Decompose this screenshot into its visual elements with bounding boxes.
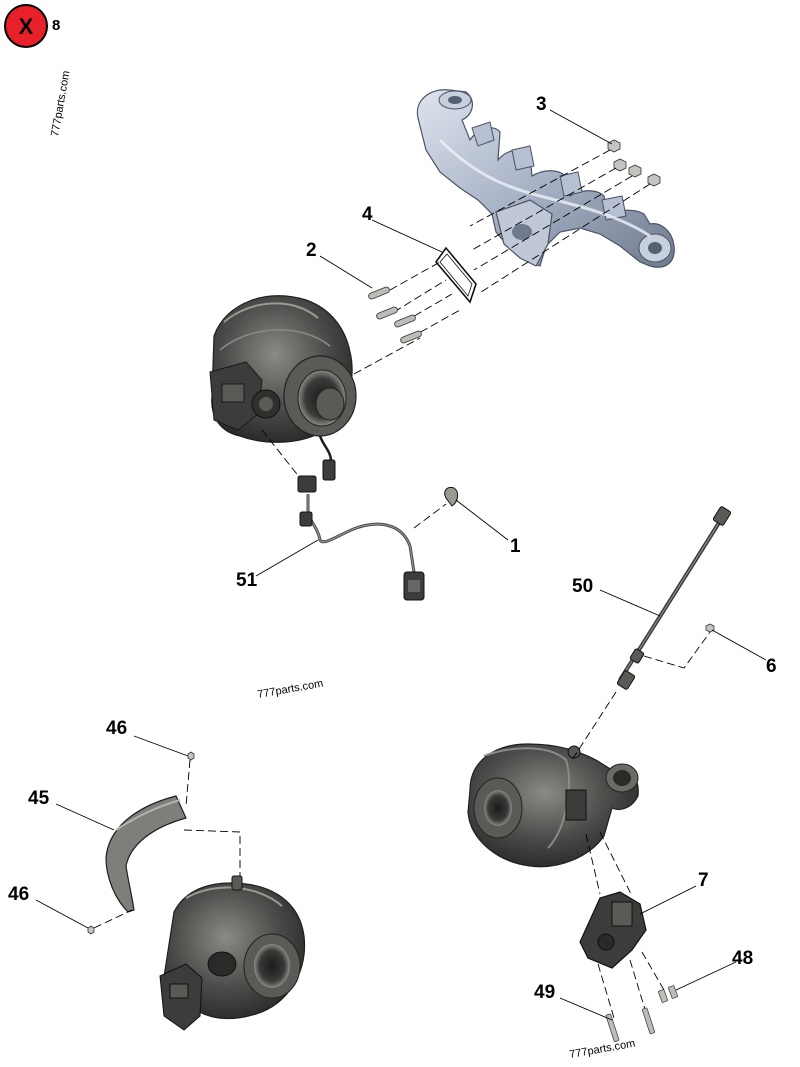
- callout-4: 4: [362, 204, 373, 225]
- studs: [368, 286, 422, 344]
- watermark-vertical: 777parts.com: [49, 70, 72, 138]
- callout-49: 49: [534, 982, 555, 1003]
- turbocharger-left: [159, 875, 306, 1031]
- actuator: [579, 831, 678, 1043]
- callout-1: 1: [510, 536, 521, 557]
- callout-48: 48: [732, 948, 753, 969]
- callout-3: 3: [536, 94, 547, 115]
- close-icon: X: [19, 14, 34, 39]
- manifold-nuts: [607, 139, 661, 187]
- exhaust-manifold: [416, 89, 675, 268]
- callouts: 3 4 2 1 51 50 6 46 45 7 46 48 49: [8, 94, 777, 1003]
- turbocharger-right: [467, 743, 639, 868]
- gasket: [434, 246, 477, 304]
- callout-46-top: 46: [106, 718, 127, 739]
- callout-45: 45: [28, 788, 50, 809]
- close-button[interactable]: X: [4, 4, 48, 48]
- callout-7: 7: [698, 870, 709, 891]
- watermark-bottom: 777parts.com: [568, 1038, 636, 1061]
- assembly-lines-top: [353, 149, 651, 375]
- callout-51: 51: [236, 570, 258, 591]
- leader-lines: [35, 109, 767, 1021]
- watermark-center: 777parts.com: [256, 678, 324, 701]
- turbocharger-upper: [209, 295, 357, 481]
- callout-50: 50: [572, 576, 593, 597]
- heat-shield: [87, 751, 241, 935]
- oil-feed-tube: [571, 506, 732, 761]
- wiring-harness: [261, 429, 459, 601]
- callout-2: 2: [306, 240, 317, 261]
- count-badge: 8: [52, 17, 60, 34]
- callout-6: 6: [766, 656, 777, 677]
- callout-46-bottom: 46: [8, 884, 29, 905]
